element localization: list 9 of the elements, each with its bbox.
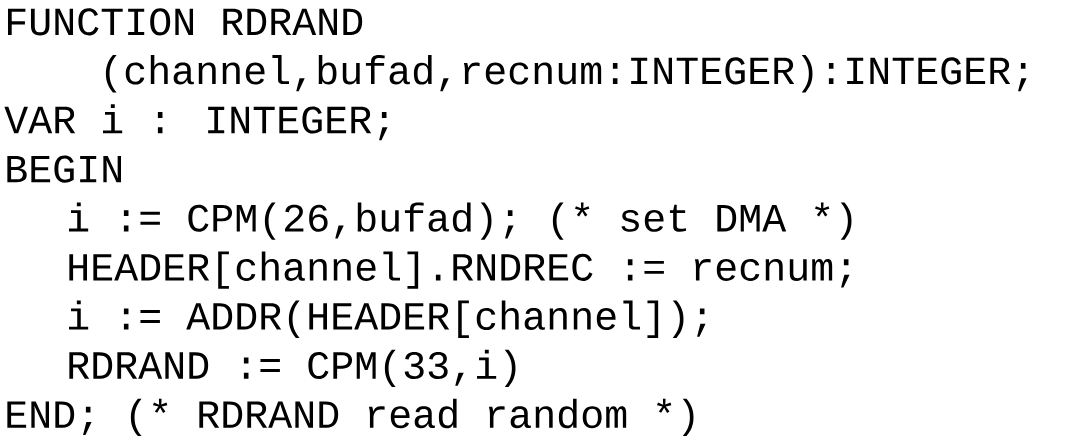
code-line: i := ADDR(HEADER[channel]); [69, 300, 706, 338]
code-line: FUNCTION RDRAND [8, 8, 363, 36]
code-line: VAR i : INTEGER; [4, 104, 388, 141]
code-line: BEGIN [7, 155, 121, 183]
code-line: RDRAND := CPM(33,i) [69, 349, 516, 387]
code-line: i := CPM(26,bufad); (* set DMA *) [69, 202, 852, 240]
code-line: HEADER[channel].RNDREC := recnum; [69, 251, 850, 289]
code-line: (channel,bufad,recnum:INTEGER):INTEGER; [105, 55, 1027, 93]
code-line: END; (* RDRAND read random *) [7, 398, 694, 437]
